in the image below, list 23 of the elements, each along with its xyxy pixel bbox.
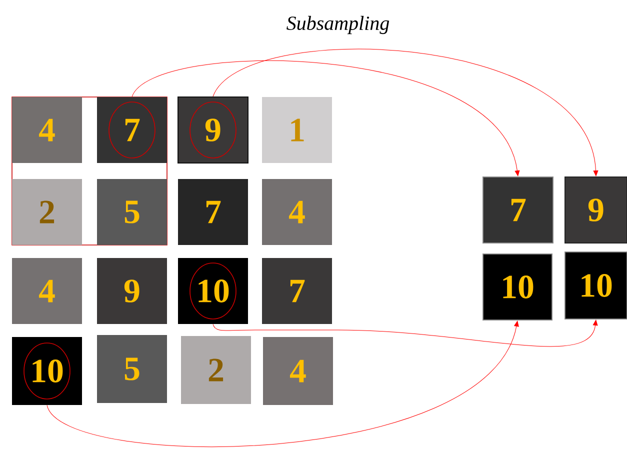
- title: Subsampling: [286, 16, 390, 34]
- pixel-cell: 7: [482, 176, 554, 244]
- pixel-cell: 4: [12, 97, 82, 163]
- arrow: [212, 320, 598, 347]
- pixel-cell: 1: [262, 97, 332, 163]
- pixel-cell: 10: [12, 337, 82, 405]
- pixel-cell: 4: [262, 179, 332, 245]
- pixel-cell: 7: [178, 179, 248, 245]
- pixel-cell: 9: [178, 96, 248, 164]
- pixel-cell: 2: [181, 336, 251, 404]
- pixel-cell: 10: [482, 254, 552, 320]
- arrow: [132, 60, 520, 176]
- pixel-cell: 10: [178, 258, 248, 324]
- pixel-cell: 7: [262, 258, 332, 324]
- pixel-cell: 5: [97, 335, 167, 403]
- pixel-cell: 4: [12, 258, 82, 324]
- pixel-cell: 5: [97, 179, 167, 245]
- pixel-cell: 4: [263, 337, 333, 405]
- pixel-cell: 2: [12, 179, 82, 245]
- pixel-cell: 9: [97, 258, 167, 324]
- pixel-cell: 9: [564, 176, 627, 244]
- pixel-cell: 7: [97, 97, 167, 163]
- pixel-cell: 10: [564, 252, 627, 320]
